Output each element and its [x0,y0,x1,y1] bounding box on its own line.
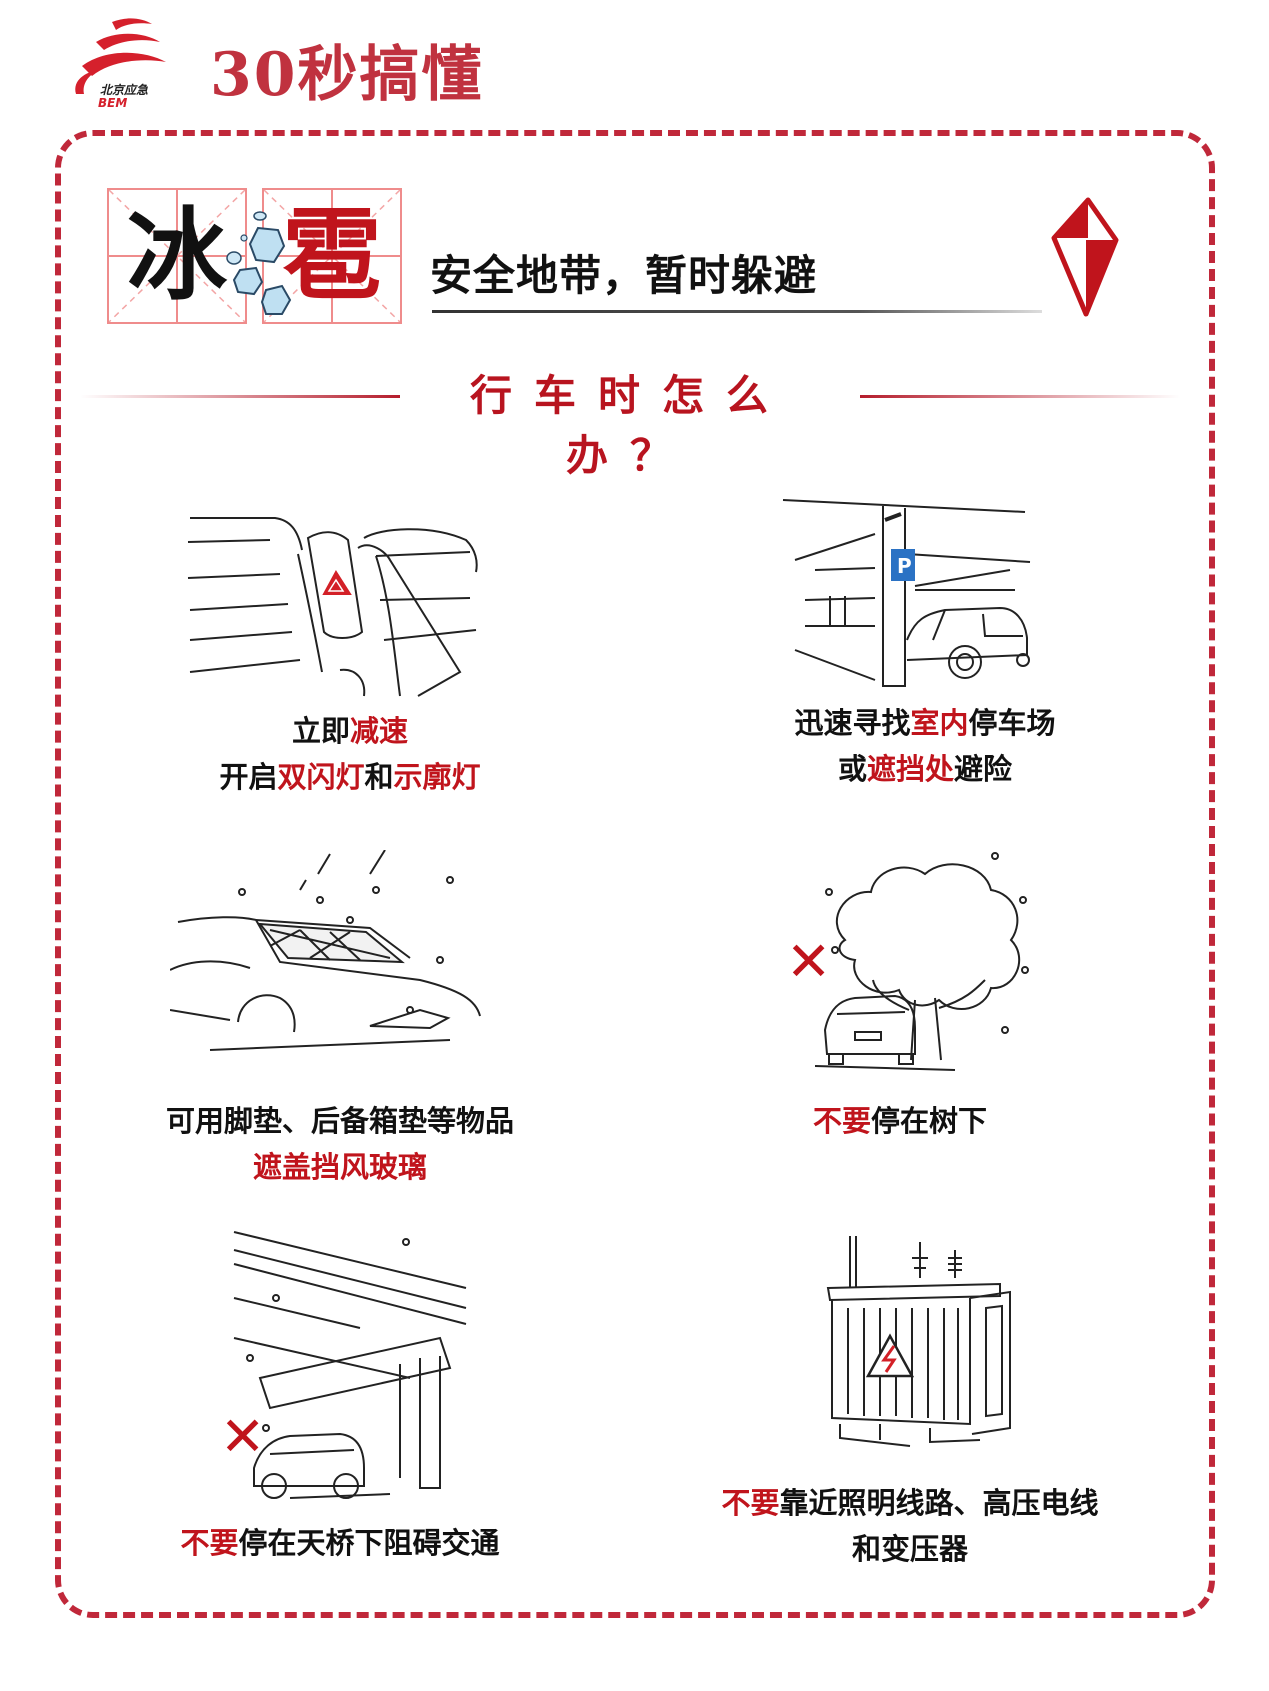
svg-text:北京应急: 北京应急 [100,83,148,97]
bem-logo: 北京应急 BEM [72,14,168,110]
svg-text:P: P [897,554,912,578]
covered-windshield-in-hail-illustration [169,849,490,1070]
red-kite-icon [1050,196,1120,320]
grid-box-bing: 冰 [107,188,247,324]
tip-caption-not-under-overpass: 不要停在天桥下阻碍交通 [130,1520,550,1566]
caption-line: 遮盖挡风玻璃 [252,1150,427,1184]
heading-left-rule [80,395,400,398]
grid-box-bao: 雹 [262,188,402,324]
caption-line: 和变压器 [851,1532,968,1566]
caption-line: 不要靠近照明线路、高压电线 [721,1486,1099,1520]
caption-line: 或遮挡处避险 [837,752,1013,786]
section-title: 行车时怎么办？ [469,371,790,480]
hailstones-icon [222,210,292,320]
hazard-light-button-illustration [180,500,480,700]
tip-caption-not-under-tree: 不要停在树下 [740,1098,1060,1144]
caption-line: 不要停在天桥下阻碍交通 [180,1526,500,1560]
hero-char-bao: 雹 [282,197,382,314]
caption-line: 立即减速 [291,714,409,748]
caption-line: 可用脚垫、后备箱垫等物品 [165,1104,514,1138]
svg-text:BEM: BEM [98,96,127,109]
cross-mark-icon: ✕ [220,1405,266,1468]
tip-caption-avoid-power-lines: 不要靠近照明线路、高压电线 和变压器 [680,1480,1140,1572]
tian-zi-grid-icon [109,190,245,322]
caption-line: 开启双闪灯和示廓灯 [219,760,481,794]
power-transformer-illustration [820,1228,1030,1448]
tip-caption-slow-down: 立即减速 开启双闪灯和示廓灯 [150,708,550,800]
bem-swoosh-logo-icon: 北京应急 BEM [75,18,166,110]
heading-right-rule [860,395,1180,398]
caption-line: 不要停在树下 [812,1104,988,1138]
dashed-content-frame [55,130,1215,1618]
indoor-parking-garage-illustration: P [775,490,1035,690]
car-under-overpass-illustration [230,1228,470,1503]
caption-line: 迅速寻找室内停车场 [794,706,1056,740]
hero-char-bing: 冰 [127,197,227,314]
subtitle-underline [432,310,1042,313]
cross-mark-icon: ✕ [786,930,832,993]
tip-caption-find-shelter: 迅速寻找室内停车场 或遮挡处避险 [715,700,1135,792]
tip-caption-cover-windshield: 可用脚垫、后备箱垫等物品 遮盖挡风玻璃 [130,1098,550,1190]
section-heading: 行车时怎么办？ [0,366,1269,480]
car-under-tree-illustration [814,850,1035,1075]
page-title: 30秒搞懂 [210,40,484,110]
hero-subtitle: 安全地带，暂时躲避 [430,251,818,300]
